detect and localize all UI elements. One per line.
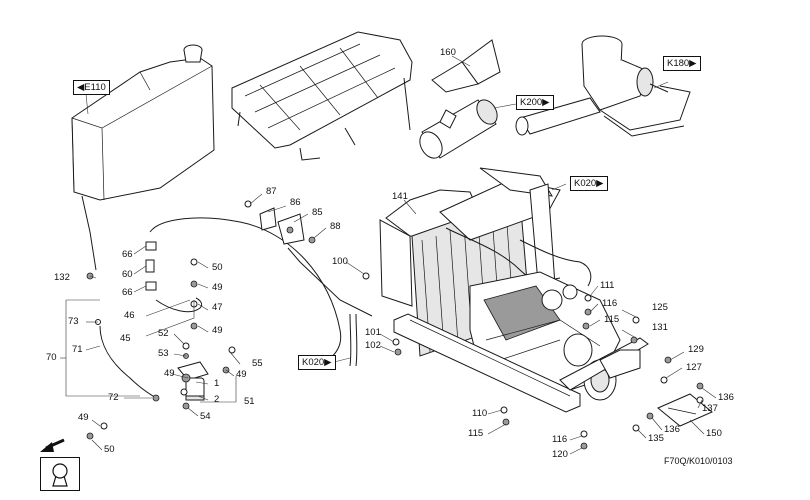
part-number[interactable]: 102 <box>365 340 381 351</box>
part-number[interactable]: 115 <box>468 428 484 439</box>
part-number[interactable]: 55 <box>252 358 263 369</box>
part-number[interactable]: 116 <box>602 298 618 309</box>
part-number[interactable]: 66 <box>122 249 133 260</box>
part-number[interactable]: 1 <box>214 378 220 389</box>
part-number[interactable]: 86 <box>290 197 301 208</box>
part-number[interactable]: 50 <box>212 262 223 273</box>
drawing-code: F70Q/K010/0103 <box>664 456 733 466</box>
part-number[interactable]: 60 <box>122 269 133 280</box>
part-number[interactable]: 88 <box>330 221 341 232</box>
part-number[interactable]: 137 <box>702 403 718 414</box>
ref-k180-box[interactable]: K180▶ <box>663 56 701 71</box>
part-number[interactable]: 49 <box>212 325 223 336</box>
part-number[interactable]: 52 <box>158 328 169 339</box>
part-number[interactable]: 49 <box>236 369 247 380</box>
fuel-tank <box>71 44 215 201</box>
part-number[interactable]: 125 <box>652 302 668 313</box>
muffler <box>419 99 498 159</box>
part-number[interactable]: 66 <box>122 287 133 298</box>
part-number[interactable]: 120 <box>552 449 568 460</box>
part-number[interactable]: 101 <box>365 327 381 338</box>
part-number[interactable]: 131 <box>652 322 668 333</box>
heat-shield <box>431 39 501 93</box>
mounting-bracket <box>259 207 305 245</box>
part-number[interactable]: 136 <box>718 392 734 403</box>
protective-frame <box>231 31 413 161</box>
part-number[interactable]: 51 <box>244 396 255 407</box>
part-number[interactable]: 160 <box>440 47 456 58</box>
part-number[interactable]: 111 <box>600 280 615 291</box>
part-number[interactable]: 115 <box>604 314 620 325</box>
part-number[interactable]: 47 <box>212 302 223 313</box>
air-cleaner <box>515 35 691 137</box>
ref-k020-left-box[interactable]: K020▶ <box>298 355 336 370</box>
part-number[interactable]: 54 <box>200 411 211 422</box>
part-number[interactable]: 49 <box>164 368 175 379</box>
part-number[interactable]: 2 <box>214 394 220 405</box>
part-number[interactable]: 87 <box>266 186 277 197</box>
part-number[interactable]: 116 <box>552 434 568 445</box>
ref-k200-box[interactable]: K200▶ <box>516 95 554 110</box>
part-number[interactable]: 49 <box>212 282 223 293</box>
part-number[interactable]: 85 <box>312 207 323 218</box>
leader-lines <box>60 55 717 455</box>
part-number[interactable]: 72 <box>108 392 119 403</box>
part-number[interactable]: 46 <box>124 310 135 321</box>
part-number[interactable]: 100 <box>332 256 348 267</box>
part-number[interactable]: 53 <box>158 348 169 359</box>
part-number[interactable]: 129 <box>688 344 704 355</box>
part-number[interactable]: 136 <box>664 424 680 435</box>
part-number[interactable]: 127 <box>686 362 702 373</box>
part-number[interactable]: 132 <box>54 272 70 283</box>
part-number[interactable]: 135 <box>648 433 664 444</box>
keyhole-symbol-icon <box>40 457 80 491</box>
part-number[interactable]: 73 <box>68 316 79 327</box>
part-number[interactable]: 110 <box>472 408 488 419</box>
ref-e110-box[interactable]: ◀E110 <box>73 80 110 95</box>
part-number[interactable]: 71 <box>72 344 83 355</box>
part-number[interactable]: 141 <box>392 191 408 202</box>
part-number[interactable]: 45 <box>120 333 131 344</box>
front-direction-arrow-icon <box>40 438 65 452</box>
clips-and-fasteners <box>86 200 704 450</box>
ref-k020-top-box[interactable]: K020▶ <box>570 176 608 191</box>
part-number[interactable]: 70 <box>46 352 57 363</box>
part-number[interactable]: 49 <box>78 412 89 423</box>
engine-assembly <box>379 167 649 413</box>
part-number[interactable]: 150 <box>706 428 722 439</box>
part-number[interactable]: 50 <box>104 444 115 455</box>
